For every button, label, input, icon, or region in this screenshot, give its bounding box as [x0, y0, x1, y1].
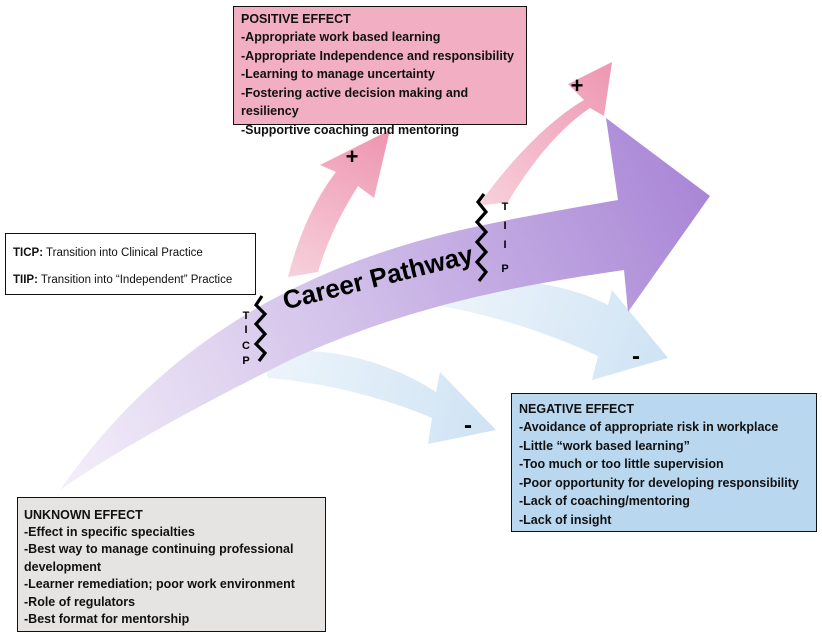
tiip-letter-i1: I [503, 220, 506, 232]
ticp-letter-p: P [242, 355, 249, 367]
plus-sign-left: + [346, 144, 359, 169]
negative-effect-item: -Avoidance of appropriate risk in workpl… [519, 420, 779, 434]
ticp-letter-c: C [242, 340, 250, 352]
plus-sign-right: + [571, 73, 584, 98]
positive-effect-box: POSITIVE EFFECT -Appropriate work based … [233, 6, 527, 137]
negative-arrow-right [428, 279, 668, 380]
legend-tiip-text: Transition into “Independent” Practice [37, 274, 233, 286]
minus-sign-left: - [464, 412, 472, 439]
legend-tiip-abbr: TIIP: [13, 274, 38, 286]
negative-effect-item: -Poor opportunity for developing respons… [519, 475, 799, 490]
negative-effect-box: NEGATIVE EFFECT -Avoidance of appropriat… [511, 393, 817, 532]
tiip-zigzag-line [474, 193, 489, 282]
unknown-effect-item: -Best format for mentorship [24, 612, 190, 627]
negative-effect-item: -Lack of coaching/mentoring [519, 494, 690, 509]
unknown-effect-item: -Effect in specific specialties [24, 525, 195, 539]
positive-effect-item: -Appropriate work based learning [241, 30, 441, 44]
unknown-effect-item: -Best way to manage continuing professio… [24, 542, 294, 574]
positive-effect-item: -Learning to manage uncertainty [241, 67, 435, 82]
legend-ticp: TICP: Transition into Clinical Practice [13, 240, 255, 267]
positive-arrow-right [478, 62, 612, 206]
tiip-letter-t: T [502, 201, 509, 213]
positive-effect-item: -Fostering active decision making and re… [241, 85, 469, 119]
negative-effect-list: -Avoidance of appropriate risk in workpl… [519, 418, 816, 530]
positive-effect-item: -Supportive coaching and mentoring [241, 122, 460, 137]
minus-sign-right: - [632, 343, 640, 370]
abbreviation-legend-box: TICP: Transition into Clinical Practice … [5, 233, 256, 295]
unknown-effect-item: -Role of regulators [24, 594, 136, 609]
positive-arrow-left [288, 130, 390, 277]
positive-effect-list: -Appropriate work based learning -Approp… [241, 28, 526, 140]
negative-effect-heading: NEGATIVE EFFECT [519, 402, 635, 416]
unknown-effect-heading: UNKNOWN EFFECT [24, 508, 143, 522]
ticp-letter-i: I [244, 324, 247, 336]
ticp-zigzag-line [253, 295, 268, 362]
legend-tiip: TIIP: Transition into “Independent” Prac… [13, 267, 255, 294]
legend-ticp-abbr: TICP: [13, 247, 44, 259]
unknown-effect-item: -Learner remediation; poor work environm… [24, 577, 295, 592]
tiip-letter-p: P [501, 263, 508, 275]
negative-effect-item: -Little “work based learning” [519, 438, 690, 453]
ticp-letter-t: T [243, 310, 250, 322]
positive-effect-item: -Appropriate Independence and responsibi… [241, 48, 514, 63]
tiip-letter-i2: I [503, 239, 506, 251]
negative-effect-item: -Too much or too little supervision [519, 457, 724, 472]
negative-arrow-left [262, 350, 496, 444]
negative-effect-item: -Lack of insight [519, 512, 612, 527]
unknown-effect-box: UNKNOWN EFFECT -Effect in specific speci… [17, 497, 326, 632]
unknown-effect-list: -Effect in specific specialties -Best wa… [24, 524, 325, 628]
positive-effect-heading: POSITIVE EFFECT [241, 12, 351, 26]
legend-ticp-text: Transition into Clinical Practice [43, 247, 203, 259]
career-pathway-arrow [60, 118, 710, 490]
